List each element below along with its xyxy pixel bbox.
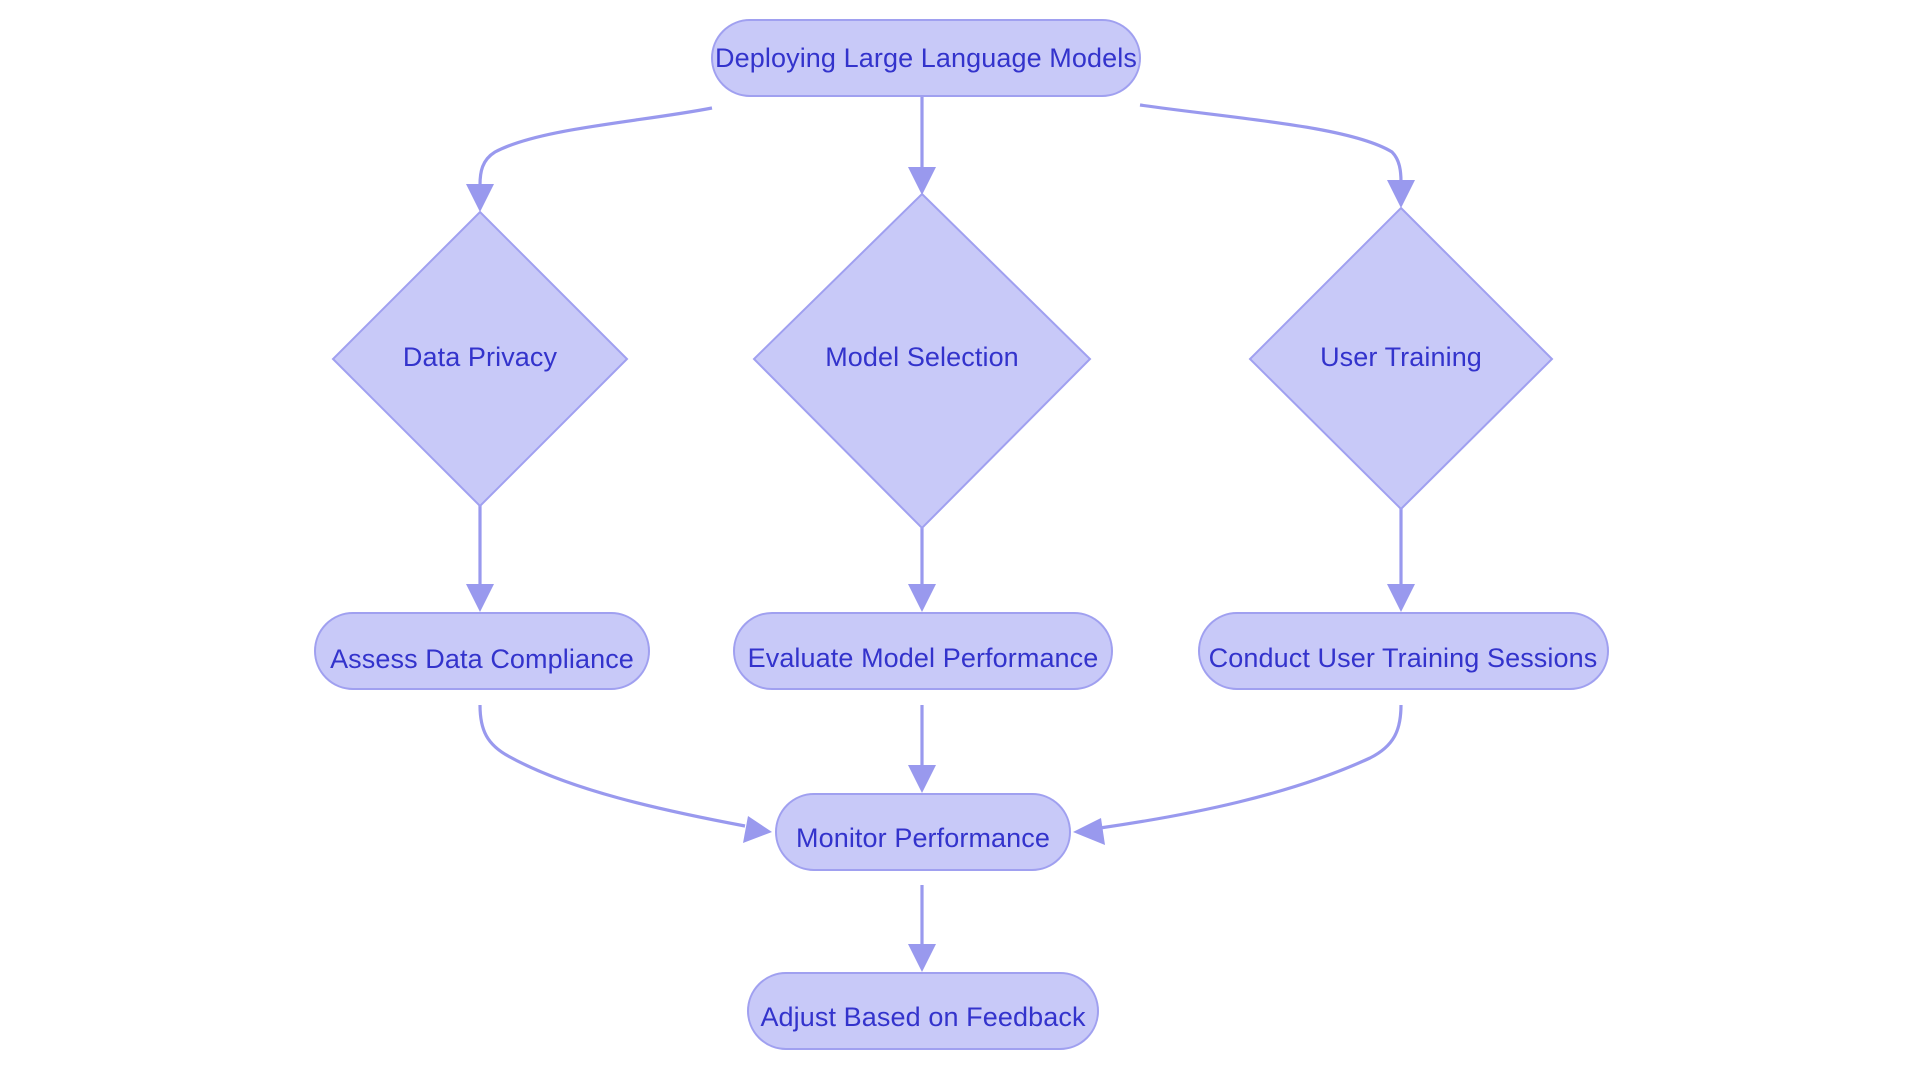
edge-conduct-user-training-sessions-to-monitor-performance <box>1073 704 1403 845</box>
node-monitor-performance[interactable]: Monitor Performance <box>775 793 1071 871</box>
node-layer: Deploying Large Language Models Data Pri… <box>314 19 1609 1050</box>
node-shape-stadium <box>747 972 1099 1050</box>
node-deploying-large-language-models[interactable]: Deploying Large Language Models <box>711 19 1141 97</box>
edge-user-training-to-conduct-user-training-sessions <box>1387 507 1415 612</box>
edge-root-to-model-selection <box>908 96 936 195</box>
node-user-training[interactable]: User Training <box>1248 206 1554 511</box>
node-shape-diamond <box>1248 206 1554 511</box>
edge-monitor-performance-to-adjust-based-on-feedback <box>908 885 936 972</box>
node-label: Data Privacy <box>403 342 558 372</box>
edge-model-selection-to-evaluate-model-performance <box>908 528 936 612</box>
edge-root-to-data-privacy <box>466 106 713 212</box>
node-shape-stadium <box>775 793 1071 871</box>
node-evaluate-model-performance[interactable]: Evaluate Model Performance <box>733 612 1113 690</box>
node-adjust-based-on-feedback[interactable]: Adjust Based on Feedback <box>747 972 1099 1050</box>
node-shape-stadium <box>314 612 650 690</box>
node-conduct-user-training-sessions[interactable]: Conduct User Training Sessions <box>1198 612 1609 690</box>
edge-evaluate-model-performance-to-monitor-performance <box>908 705 936 793</box>
node-shape-diamond <box>331 210 629 508</box>
edge-layer <box>466 96 1415 972</box>
node-label: Monitor Performance <box>796 823 1050 853</box>
node-label: Deploying Large Language Models <box>715 43 1137 73</box>
node-shape-stadium <box>733 612 1113 690</box>
node-label: User Training <box>1320 342 1482 372</box>
node-model-selection[interactable]: Model Selection <box>752 192 1092 530</box>
node-assess-data-compliance[interactable]: Assess Data Compliance <box>314 612 650 690</box>
node-label: Model Selection <box>825 342 1019 372</box>
node-label: Adjust Based on Feedback <box>760 1002 1086 1032</box>
node-label: Evaluate Model Performance <box>748 643 1099 673</box>
node-data-privacy[interactable]: Data Privacy <box>331 210 629 508</box>
node-shape-stadium <box>711 19 1141 97</box>
node-label: Assess Data Compliance <box>330 644 634 674</box>
node-shape-stadium <box>1198 612 1609 690</box>
edge-root-to-user-training <box>1139 103 1415 208</box>
node-shape-diamond <box>752 192 1092 530</box>
node-label: Conduct User Training Sessions <box>1209 643 1598 673</box>
edge-data-privacy-to-assess-data-compliance <box>466 505 494 612</box>
edge-assess-data-compliance-to-monitor-performance <box>478 704 772 843</box>
